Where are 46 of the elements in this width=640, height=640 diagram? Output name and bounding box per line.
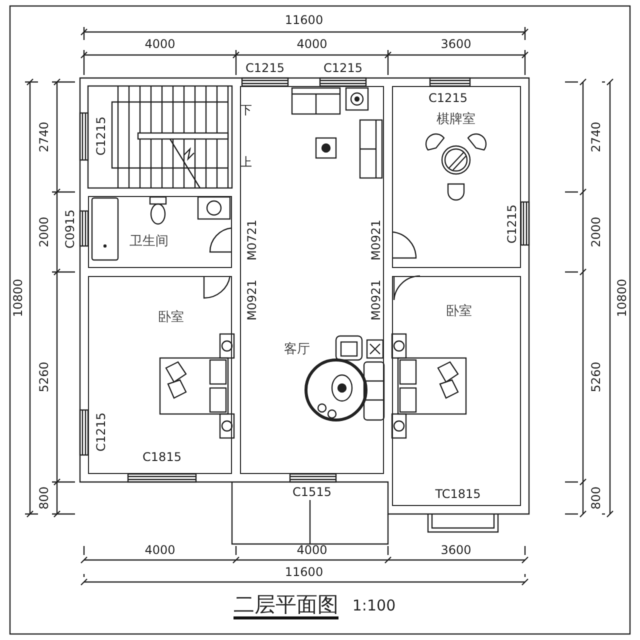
window-code: C1215 xyxy=(246,62,284,74)
dimension-text: 5260 xyxy=(590,362,602,392)
dimension-text: 3600 xyxy=(440,544,472,556)
door-code: M0921 xyxy=(370,220,382,260)
window-code: TC1815 xyxy=(435,488,481,500)
door-code: M0921 xyxy=(246,280,258,320)
window-code: C0915 xyxy=(64,210,76,248)
scale-text: 1:100 xyxy=(352,598,396,614)
room-name: 卧室 xyxy=(158,309,184,326)
window-code: C1215 xyxy=(428,92,468,104)
dimension-text: 4000 xyxy=(296,544,328,556)
door-code: M0921 xyxy=(370,280,382,320)
room-name: 卫生间 xyxy=(130,233,168,250)
dimension-text: 4000 xyxy=(144,544,176,556)
window-code: C1815 xyxy=(142,451,182,463)
dimension-text: 3600 xyxy=(440,38,472,50)
drawing-title: 二层平面图 xyxy=(234,592,338,620)
dimension-text: 11600 xyxy=(284,566,324,578)
room-name: 客厅 xyxy=(284,341,310,358)
room-outline xyxy=(240,86,384,474)
dimension-text: 10800 xyxy=(616,278,628,318)
dimension-text: 4000 xyxy=(144,38,176,50)
dimension-text: 2740 xyxy=(590,122,602,152)
window-code: C1515 xyxy=(292,486,332,498)
window-code: C1215 xyxy=(95,116,107,156)
dimension-text: 10800 xyxy=(12,278,24,318)
dimension-text: 11600 xyxy=(284,14,324,26)
dimension-text: 4000 xyxy=(296,38,328,50)
dimension-text: 2000 xyxy=(38,216,50,248)
dimension-text: 800 xyxy=(590,486,602,510)
window-code: C1215 xyxy=(95,412,107,452)
dimension-text: 800 xyxy=(38,486,50,510)
dimension-text: 2740 xyxy=(38,122,50,152)
stair-direction-text: 上 xyxy=(240,156,252,168)
dimension-text: 5260 xyxy=(38,362,50,392)
room-name: 棋牌室 xyxy=(436,111,476,128)
room-outline xyxy=(88,276,232,474)
room-name: 卧室 xyxy=(446,303,472,320)
door-code: M0721 xyxy=(246,220,258,260)
room-outline xyxy=(88,196,232,268)
dimension-text: 2000 xyxy=(590,216,602,248)
room-outline xyxy=(392,276,521,506)
room-outline xyxy=(392,86,521,268)
window-code: C1215 xyxy=(324,62,362,74)
stair-direction-text: 下 xyxy=(240,104,252,116)
window-code: C1215 xyxy=(506,204,518,244)
